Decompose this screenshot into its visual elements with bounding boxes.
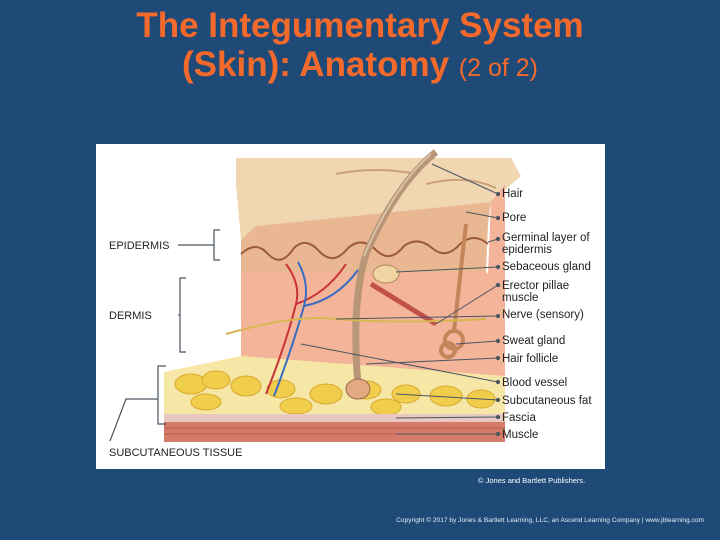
skin-surface (236, 158, 521, 240)
fascia-layer (164, 414, 505, 422)
sweat-gland (439, 223, 468, 359)
label-erector-pillae-1: Erector pillae (502, 280, 570, 292)
skin-cross-section-illustration (109, 149, 521, 442)
label-epidermis: EPIDERMIS (109, 240, 170, 252)
label-dermis: DERMIS (109, 310, 152, 322)
label-germinal-layer-2: epidermis (502, 244, 552, 256)
hair-bulb (345, 378, 371, 400)
leader-lines (300, 163, 501, 437)
dermis-layer (241, 184, 505, 404)
title-line-1: The Integumentary System (136, 6, 584, 45)
sebaceous-gland (372, 264, 400, 284)
label-pore: Pore (502, 212, 527, 224)
label-muscle: Muscle (502, 429, 539, 441)
title-main: (Skin): Anatomy (182, 45, 450, 84)
label-hair: Hair (502, 188, 524, 200)
label-hair-follicle: Hair follicle (502, 353, 559, 365)
label-germinal-layer-1: Germinal layer of (502, 232, 590, 244)
label-subcutaneous-tissue: SUBCUTANEOUS TISSUE (109, 447, 243, 459)
hair-shaft (352, 149, 439, 385)
title-suffix: (2 of 2) (458, 54, 538, 82)
surface-folds (335, 169, 497, 189)
dermal-papillae (240, 237, 489, 261)
copyright-footer: Copyright © 2017 by Jones & Bartlett Lea… (396, 517, 704, 524)
artery (265, 263, 347, 395)
label-fascia: Fascia (502, 412, 536, 424)
label-sebaceous-gland: Sebaceous gland (502, 261, 591, 273)
title-line-2: (Skin): Anatomy (2 of 2) (0, 45, 720, 88)
image-credit: © Jones and Bartlett Publishers. (478, 476, 586, 485)
slide-title: The Integumentary System (Skin): Anatomy… (0, 6, 720, 88)
label-erector-pillae-2: muscle (502, 292, 539, 304)
label-sweat-gland: Sweat gland (502, 335, 566, 347)
label-nerve-sensory: Nerve (sensory) (502, 309, 584, 321)
left-brackets (109, 229, 220, 442)
label-subcutaneous-fat: Subcutaneous fat (502, 395, 592, 407)
skin-anatomy-figure: EPIDERMIS DERMIS SUBCUTANEOUS TISSUE Hai… (96, 144, 605, 469)
vein (273, 261, 359, 397)
epidermis-layer (241, 202, 491, 272)
muscle-layer (164, 422, 505, 442)
label-blood-vessel: Blood vessel (502, 377, 568, 389)
